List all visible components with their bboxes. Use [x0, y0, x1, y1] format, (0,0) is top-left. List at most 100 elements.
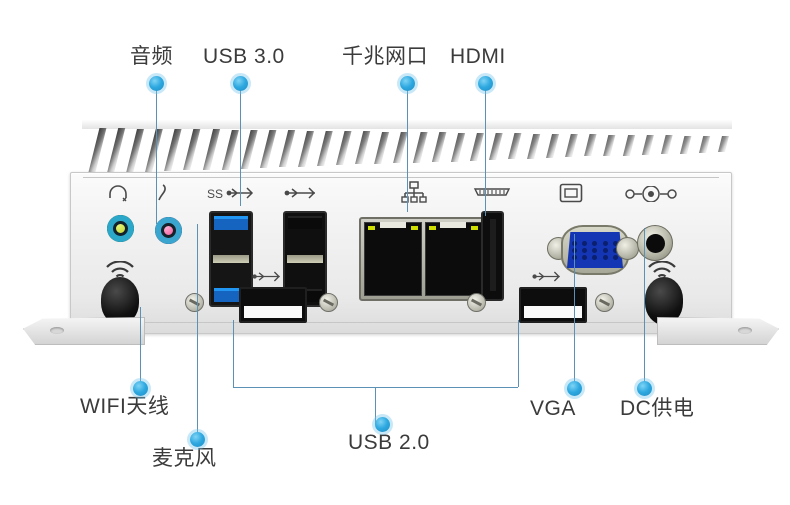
callout-dot-lan[interactable] [400, 76, 415, 91]
leader-line-wifi [140, 307, 142, 388]
panel-screw [319, 293, 338, 312]
callout-dot-usb30[interactable] [233, 76, 248, 91]
callout-label-lan: 千兆网口 [342, 45, 428, 68]
leader-line-dc [644, 228, 646, 388]
usb30-port-upper[interactable] [214, 216, 248, 230]
vga-port[interactable] [547, 225, 639, 275]
callout-label-usb20: USB 2.0 [348, 431, 430, 454]
heatsink-fin [584, 134, 597, 157]
callout-label-mic: 麦克风 [152, 447, 217, 470]
svg-text:SS: SS [207, 187, 223, 201]
heatsink-fin [298, 130, 314, 167]
lan-led [368, 226, 375, 230]
heatsink-fin [259, 130, 277, 168]
heatsink-fin [622, 134, 635, 156]
vga-screw-right [616, 237, 639, 260]
heatsink-fin [565, 134, 579, 158]
lan-socket-2[interactable] [424, 222, 482, 296]
io-panel-face: SS [23, 172, 779, 345]
heatsink-fin [240, 129, 258, 169]
leader-line-mic [197, 224, 199, 439]
heatsink-fin [126, 128, 145, 173]
heatsink-fin [679, 135, 692, 154]
headphone-icon [107, 185, 129, 203]
usb-ss-icon: SS [207, 185, 261, 201]
usb-port-upper[interactable] [288, 216, 322, 229]
usb-divider [287, 255, 323, 263]
panel-screw [595, 293, 614, 312]
heatsink-fin [107, 128, 126, 174]
usb-icon [531, 269, 567, 284]
heatsink-fin [450, 132, 465, 162]
lan-latch [379, 222, 406, 228]
vga-dsub [567, 232, 623, 268]
lan-socket-1[interactable] [364, 222, 422, 296]
heatsink-fin [374, 131, 390, 164]
heatsink-fin [412, 132, 428, 163]
leader-line-usb20-right [518, 320, 520, 387]
usb-icon [251, 269, 287, 284]
callout-dot-hdmi[interactable] [478, 76, 493, 91]
hdmi-port[interactable] [481, 211, 504, 301]
panel-seam-top [83, 177, 719, 178]
heatsink-fin [221, 129, 239, 170]
wifi-antenna-base-right[interactable] [645, 277, 683, 325]
usb20-port-left[interactable] [239, 287, 307, 323]
heatsink-fin [508, 133, 522, 160]
callout-label-vga: VGA [530, 397, 576, 420]
heatsink-fin [469, 132, 484, 161]
usb20-port-right[interactable] [519, 287, 587, 323]
dc-power-jack[interactable] [637, 225, 673, 261]
callout-dot-vga[interactable] [567, 381, 582, 396]
heatsink-fin [145, 128, 164, 172]
heatsink-fin [698, 135, 711, 153]
wifi-antenna-base-left[interactable] [101, 277, 139, 325]
mounting-foot-right [657, 317, 779, 345]
callout-dot-mic[interactable] [190, 432, 205, 447]
mounting-foot-left [23, 317, 145, 345]
lan-led [471, 226, 478, 230]
callout-label-wifi: WIFI天线 [80, 395, 170, 418]
dc-power-icon [625, 186, 677, 202]
lan-icon [401, 181, 427, 203]
heatsink-fin [603, 134, 616, 156]
heatsink-fin [183, 129, 201, 171]
lan-latch [440, 222, 467, 228]
heatsink-fin [278, 130, 296, 168]
lan-led [428, 226, 436, 230]
callout-dot-dc[interactable] [637, 381, 652, 396]
wifi-signal-icon [105, 261, 135, 281]
usb-icon [283, 185, 323, 201]
callout-label-audio: 音频 [130, 45, 173, 68]
callout-label-dc: DC供电 [620, 397, 695, 420]
monitor-icon [559, 183, 583, 203]
heatsink-fin [488, 133, 503, 160]
foot-screw-hole [50, 327, 64, 334]
callout-label-usb30: USB 3.0 [203, 45, 285, 68]
heatsink-fin [88, 128, 107, 174]
leader-line-usb20-left [233, 320, 235, 387]
usb-divider [213, 255, 249, 263]
callout-dot-wifi[interactable] [133, 381, 148, 396]
panel-screw [467, 293, 486, 312]
callout-dot-audio[interactable] [149, 76, 164, 91]
microphone-icon [155, 183, 169, 203]
microphone-jack[interactable] [155, 217, 182, 244]
heatsink-fin [355, 131, 371, 165]
panel-screw [185, 293, 204, 312]
mini-pc-chassis: SS [23, 120, 779, 345]
heatsink-fin [641, 135, 654, 155]
heatsink-fin [317, 130, 333, 166]
rj45-lan-port[interactable] [359, 217, 487, 301]
hdmi-icon [473, 185, 511, 199]
callout-label-hdmi: HDMI [450, 45, 506, 68]
dc-jack-core [645, 233, 665, 253]
callout-dot-usb20[interactable] [375, 417, 390, 432]
panel-seam-bottom [83, 322, 719, 323]
foot-screw-hole [738, 327, 752, 334]
audio-jack[interactable] [107, 215, 134, 242]
leader-line-audio [156, 83, 158, 224]
heatsink-fin [718, 136, 729, 152]
heatsink-fin [431, 132, 447, 162]
